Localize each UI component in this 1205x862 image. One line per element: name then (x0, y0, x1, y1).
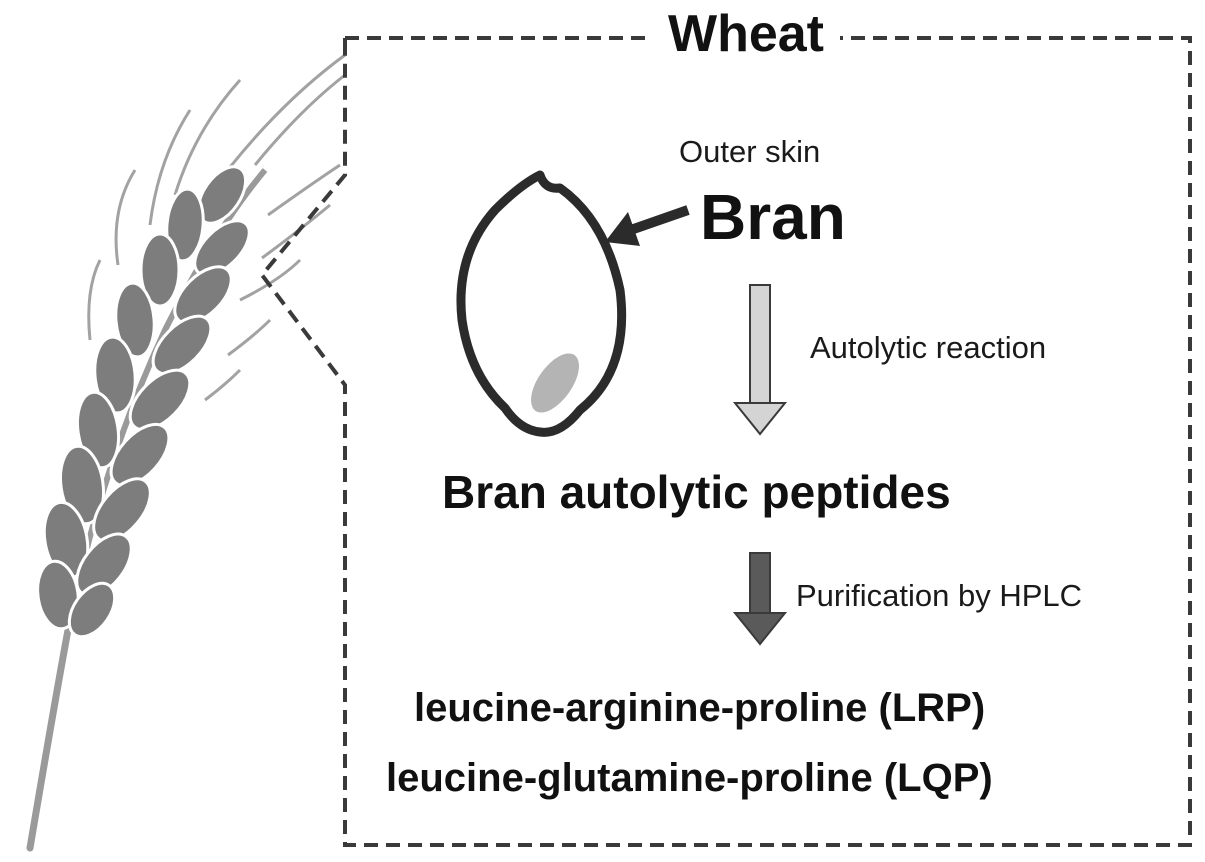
step-label-purification: Purification by HPLC (796, 578, 1083, 613)
bran-label: Bran (700, 181, 846, 253)
bran-pointer-arrow (605, 205, 690, 246)
step-label-autolytic: Autolytic reaction (810, 330, 1047, 365)
bran-grain-illustration (456, 170, 627, 437)
wheat-ear-illustration (26, 53, 346, 852)
bran-sublabel: Outer skin (679, 134, 821, 169)
arrow-autolytic-reaction (732, 284, 788, 436)
result-peptide-lqp: leucine-glutamine-proline (LQP) (386, 756, 993, 800)
product-label: Bran autolytic peptides (442, 466, 951, 518)
wheat-stem (26, 626, 72, 852)
germ-spot (531, 353, 579, 413)
wheat-grains (36, 165, 251, 639)
result-peptide-lrp: leucine-arginine-proline (LRP) (414, 686, 986, 730)
callout-border (259, 36, 1192, 847)
diagram-title: Wheat (652, 4, 840, 64)
callout-box (259, 36, 1192, 847)
grain-outline (456, 170, 627, 437)
arrow-purification (732, 552, 788, 646)
